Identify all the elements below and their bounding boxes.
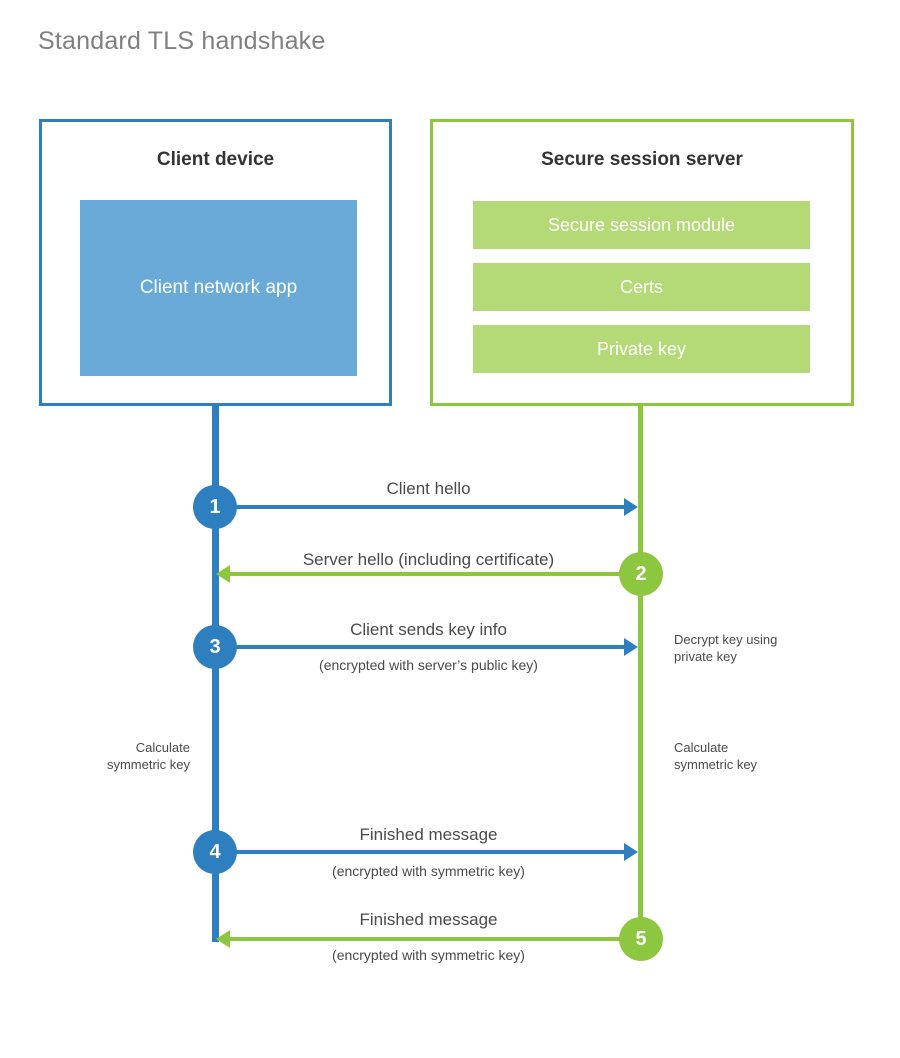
step-5-label: Finished message — [359, 910, 498, 929]
server-component-private-key: Private key — [473, 325, 810, 373]
arrow-head-right-icon — [624, 843, 638, 861]
arrow-head-right-icon — [624, 498, 638, 516]
secure-session-server-title: Secure session server — [541, 149, 743, 170]
client-lifeline — [212, 403, 219, 942]
step-1-arrow — [216, 498, 638, 516]
server-components-list: Secure session module Certs Private key — [473, 201, 810, 373]
step-2-arrow — [216, 565, 641, 583]
step-5-marker: 5 — [619, 917, 663, 961]
client-device-box: Client device Client network app — [39, 119, 392, 406]
server-decrypt-annotation: Decrypt key using private key — [674, 632, 778, 664]
step-2-marker: 2 — [619, 552, 663, 596]
step-4-label: Finished message — [359, 825, 498, 844]
server-calculate-symmetric-key-annotation: Calculate symmetric key — [674, 740, 758, 772]
step-4-sublabel: (encrypted with symmetric key) — [332, 863, 525, 879]
step-5-arrow — [216, 930, 641, 948]
step-5-sublabel: (encrypted with symmetric key) — [332, 947, 525, 963]
step-3-label: Client sends key info — [350, 620, 507, 639]
client-calculate-symmetric-key-annotation: Calculate symmetric key — [106, 740, 190, 772]
arrow-head-left-icon — [216, 565, 230, 583]
step-1-label: Client hello — [386, 479, 471, 498]
step-3-marker: 3 — [193, 625, 237, 669]
server-component-secure-session-module: Secure session module — [473, 201, 810, 249]
client-network-app-block: Client network app — [80, 200, 357, 376]
server-lifeline — [638, 403, 643, 942]
step-4-marker: 4 — [193, 830, 237, 874]
step-3-arrow — [216, 638, 638, 656]
client-device-title: Client device — [156, 149, 275, 170]
arrow-head-left-icon — [216, 930, 230, 948]
step-2-label: Server hello (including certificate) — [302, 550, 555, 569]
page-title: Standard TLS handshake — [38, 27, 326, 55]
secure-session-server-box: Secure session server Secure session mod… — [430, 119, 854, 406]
server-component-certs: Certs — [473, 263, 810, 311]
step-1-marker: 1 — [193, 485, 237, 529]
step-4-arrow — [216, 843, 638, 861]
arrow-head-right-icon — [624, 638, 638, 656]
step-3-sublabel: (encrypted with server’s public key) — [319, 657, 538, 673]
